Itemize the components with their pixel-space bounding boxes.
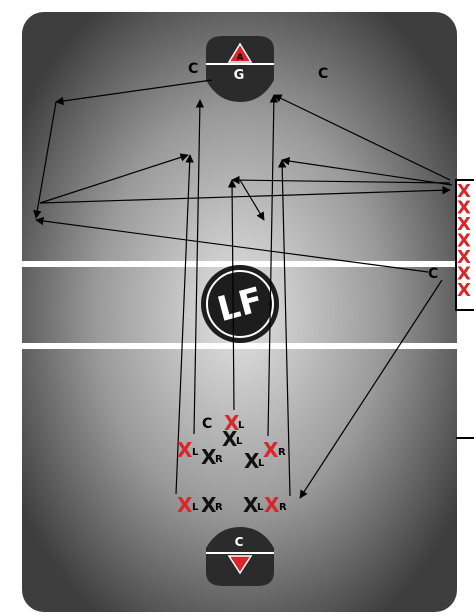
sideline-x-mark: X bbox=[457, 214, 471, 235]
player-red-x: X bbox=[177, 493, 193, 517]
arrow bbox=[267, 94, 279, 437]
midfield-line-top bbox=[22, 261, 474, 267]
arrow bbox=[273, 94, 451, 181]
top-right-c-label: C bbox=[318, 66, 328, 82]
player-sub-label: R bbox=[279, 502, 287, 513]
top-left-c-label: C bbox=[188, 61, 198, 77]
arrow bbox=[239, 179, 265, 221]
sideline-bracket bbox=[455, 179, 474, 311]
center-logo: LF bbox=[201, 265, 279, 343]
right-c-label: C bbox=[428, 266, 438, 282]
player-sub-label: L bbox=[258, 458, 265, 469]
arrow bbox=[33, 101, 57, 219]
player-black-x: X bbox=[201, 493, 217, 517]
sideline-x-mark: X bbox=[457, 264, 471, 285]
player-black-x: X bbox=[244, 449, 260, 473]
top-goalie-label: G bbox=[234, 68, 245, 83]
arrow bbox=[227, 179, 237, 411]
player-sub-label: R bbox=[215, 454, 223, 465]
sideline-x-mark: X bbox=[457, 231, 471, 252]
player-sub-label: L bbox=[236, 436, 243, 447]
arrow bbox=[175, 154, 194, 495]
black-players: X L X R X L X R X L bbox=[201, 427, 265, 517]
top-goal-triangle-letter: A bbox=[237, 53, 244, 63]
mid-c-label: C bbox=[202, 416, 212, 432]
bottom-goal-c-label: C bbox=[235, 535, 244, 549]
sideline-x-mark: X bbox=[457, 280, 471, 301]
arrow bbox=[55, 79, 213, 106]
player-black-x: X bbox=[201, 445, 217, 469]
red-players: X L X L X R X L X R bbox=[177, 411, 287, 517]
top-goal-crease: A G bbox=[206, 36, 274, 102]
player-black-x: X bbox=[243, 493, 259, 517]
player-red-x: X bbox=[177, 438, 193, 462]
player-black-x: X bbox=[222, 427, 238, 451]
bottom-goal-crease: C bbox=[206, 527, 274, 586]
player-sub-label: L bbox=[238, 420, 245, 431]
player-sub-label: R bbox=[278, 447, 286, 458]
arrow bbox=[231, 175, 451, 185]
top-goal-triangle-icon bbox=[227, 42, 253, 63]
bottom-goal-triangle-icon bbox=[227, 555, 253, 575]
player-sub-label: R bbox=[215, 502, 223, 513]
player-red-x: X bbox=[263, 438, 279, 462]
midfield-line-bottom bbox=[22, 343, 474, 349]
arrow bbox=[299, 279, 443, 499]
arrow bbox=[193, 99, 205, 435]
arrow bbox=[39, 186, 451, 204]
player-sub-label: L bbox=[192, 447, 199, 458]
player-red-x: X bbox=[224, 411, 240, 435]
arrow bbox=[39, 153, 189, 204]
arrow bbox=[277, 159, 291, 497]
sideline-x-mark: X bbox=[457, 247, 471, 268]
sideline-x-mark: X bbox=[457, 198, 471, 219]
sideline-x-mark: X bbox=[457, 181, 471, 202]
arrows bbox=[33, 79, 453, 499]
arrow bbox=[281, 156, 453, 186]
player-sub-label: L bbox=[257, 502, 264, 513]
player-sub-label: L bbox=[192, 502, 199, 513]
player-red-x: X bbox=[264, 493, 280, 517]
